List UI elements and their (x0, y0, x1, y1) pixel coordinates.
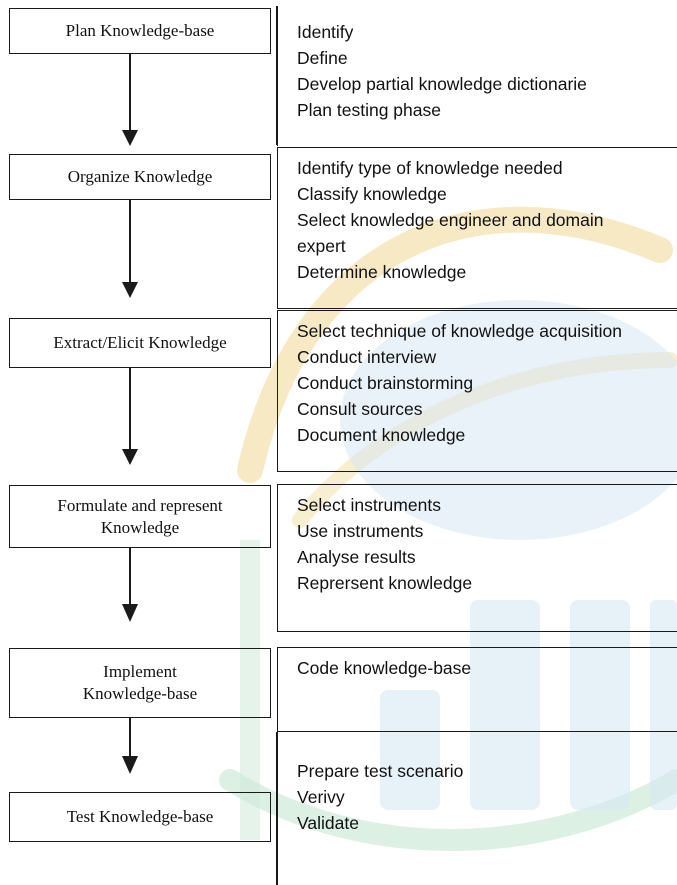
task-item: Determine knowledge (297, 262, 467, 282)
arrow-head-icon (122, 756, 138, 774)
task-panel-organize: Identify type of knowledge needed Classi… (277, 147, 677, 309)
arrow-head-icon (122, 449, 138, 465)
watermark-green-bar (240, 540, 260, 840)
step-box-test: Test Knowledge-base (9, 792, 271, 842)
step-label: Organize Knowledge (67, 167, 213, 186)
step-label-line: Knowledge (100, 517, 180, 537)
flow-arrow (118, 548, 142, 622)
step-label: Extract/Elicit Knowledge (53, 333, 227, 352)
step-label: Plan Knowledge-base (65, 21, 215, 40)
task-panel-test: Prepare test scenario Verivy Validate (277, 752, 677, 862)
arrow-head-icon (122, 130, 138, 146)
watermark-blue-blob (340, 300, 677, 540)
task-item: Code knowledge-base (297, 658, 472, 678)
task-item: Consult sources (297, 399, 423, 419)
task-panel-implement: Code knowledge-base (277, 647, 677, 732)
task-item: Identify type of knowledge needed (297, 158, 563, 178)
step-label-line: Implement (103, 662, 177, 681)
step-box-implement: Implement Knowledge-base (9, 648, 271, 718)
step-box-formulate: Formulate and represent Knowledge (9, 485, 271, 548)
step-label-line: Knowledge-base (82, 684, 198, 703)
task-item: Analyse results (297, 547, 416, 567)
task-panel-divider (276, 732, 278, 885)
task-item: Plan testing phase (297, 100, 441, 120)
task-item: expert (297, 236, 346, 256)
flow-arrow (118, 54, 142, 146)
task-item: Classify knowledge (297, 184, 447, 204)
task-item: Prepare test scenario (297, 761, 464, 781)
arrow-head-icon (122, 282, 138, 298)
watermark-blue-block-3 (650, 600, 677, 810)
watermark-blue-block-1 (470, 600, 540, 810)
task-item: Select technique of knowledge acquisitio… (297, 321, 622, 341)
task-item: Select knowledge engineer and domain (297, 210, 604, 230)
step-label: Implement Knowledge-base (10, 661, 270, 705)
step-box-plan: Plan Knowledge-base (9, 8, 271, 54)
task-item: Validate (297, 813, 359, 833)
step-box-extract: Extract/Elicit Knowledge (9, 318, 271, 368)
task-item: Define (297, 48, 348, 68)
task-item: Identify (297, 22, 354, 42)
arrow-head-icon (122, 604, 138, 622)
step-label: Formulate and represent Knowledge (10, 495, 270, 539)
task-panel-divider (276, 6, 278, 145)
task-item: Verivy (297, 787, 345, 807)
task-item: Conduct brainstorming (297, 373, 474, 393)
task-item: Reprersent knowledge (297, 573, 473, 593)
task-item: Develop partial knowledge dictionarie (297, 74, 587, 94)
step-box-organize: Organize Knowledge (9, 154, 271, 200)
task-item: Conduct interview (297, 347, 437, 367)
task-panel-extract: Select technique of knowledge acquisitio… (277, 310, 677, 472)
flow-arrow (118, 718, 142, 774)
task-item: Document knowledge (297, 425, 466, 445)
flow-arrow (118, 200, 142, 298)
flow-arrow (118, 368, 142, 465)
task-item: Select instruments (297, 495, 441, 515)
task-panel-formulate: Select instruments Use instruments Analy… (277, 484, 677, 632)
step-label: Test Knowledge-base (66, 807, 214, 826)
task-panel-plan: Identify Define Develop partial knowledg… (277, 12, 677, 146)
watermark-blue-block-2 (570, 600, 630, 810)
watermark-blue-block-4 (380, 690, 440, 810)
task-item: Use instruments (297, 521, 424, 541)
step-label-line: Formulate and represent (57, 495, 223, 515)
